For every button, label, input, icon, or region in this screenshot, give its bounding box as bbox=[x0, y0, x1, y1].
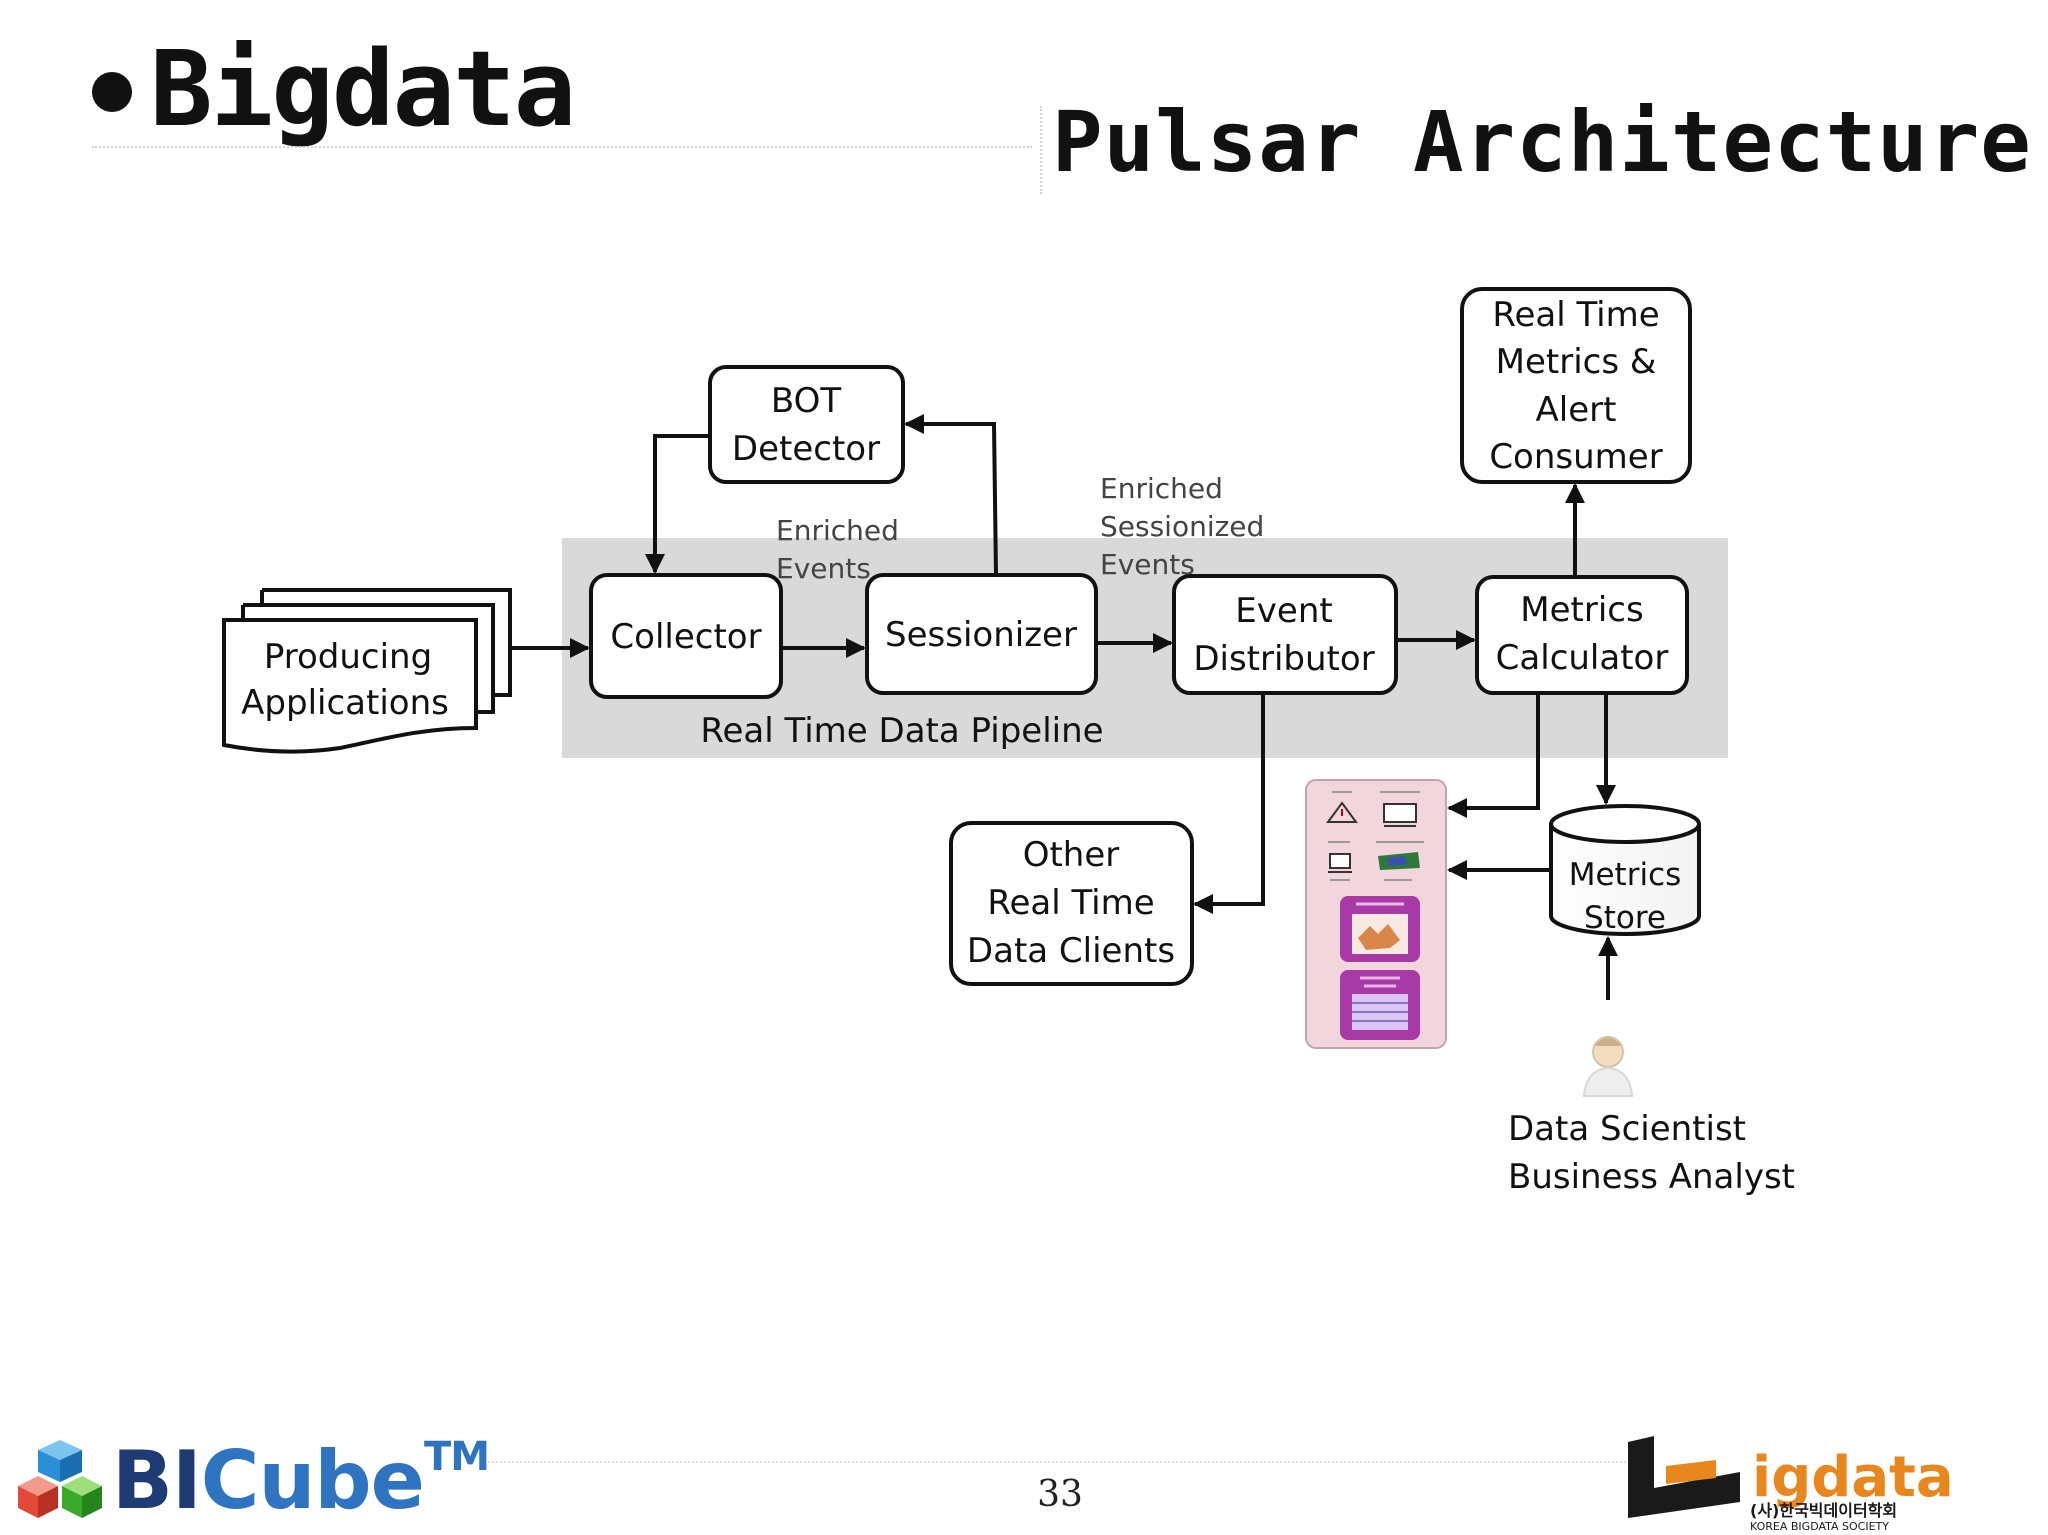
bicube-bi-text: BI bbox=[112, 1434, 202, 1527]
notebook-icon bbox=[1383, 803, 1417, 827]
alert-consumer-label-3: Alert bbox=[1536, 390, 1617, 430]
header-divider bbox=[92, 146, 1032, 148]
slide-title: Bigdata bbox=[150, 28, 576, 150]
alert-consumer-label-4: Consumer bbox=[1489, 437, 1662, 477]
dashboard-panel bbox=[1305, 779, 1447, 1049]
bicube-cubes-icon bbox=[18, 1440, 102, 1518]
warning-icon bbox=[1326, 801, 1358, 823]
bicube-logo: BICubeTM bbox=[112, 1437, 490, 1521]
sessionized-events-label-1: Enriched bbox=[1100, 472, 1223, 505]
page-number: 33 bbox=[1037, 1474, 1083, 1515]
edge-distributor-to-clients bbox=[1193, 693, 1265, 914]
collector-label: Collector bbox=[610, 617, 761, 657]
event-distributor-node: Event Distributor bbox=[1172, 574, 1398, 695]
metrics-store-node: Metrics Store bbox=[1549, 804, 1701, 936]
other-clients-label-1: Other bbox=[1023, 835, 1120, 875]
producing-applications-node: Producing Applications bbox=[222, 588, 512, 754]
edge-sessionizer-to-bot bbox=[904, 414, 998, 576]
monitor-icon bbox=[1328, 853, 1352, 873]
sessionized-events-label-3: Events bbox=[1100, 548, 1195, 581]
producing-label-1: Producing bbox=[264, 637, 432, 677]
data-scientist-label-2: Business Analyst bbox=[1508, 1157, 1795, 1197]
edge-bot-to-collector bbox=[645, 434, 710, 574]
event-distributor-label-1: Event bbox=[1235, 591, 1332, 631]
connectors bbox=[510, 414, 1618, 1000]
other-clients-label-2: Real Time bbox=[987, 883, 1154, 923]
data-scientist-label-1: Data Scientist bbox=[1508, 1109, 1746, 1149]
sessionized-events-label-2: Sessionized bbox=[1100, 510, 1264, 543]
alert-consumer-node: Real Time Metrics & Alert Consumer bbox=[1460, 287, 1692, 484]
bot-label-2: Detector bbox=[732, 429, 880, 469]
bigdata-society-logo: igdata (사)한국빅데이터학회 KOREA BIGDATA SOCIETY bbox=[1628, 1436, 1954, 1532]
metrics-store-label-1: Metrics bbox=[1569, 857, 1682, 893]
event-distributor-label-2: Distributor bbox=[1193, 639, 1374, 679]
table-panel-icon bbox=[1340, 970, 1420, 1040]
bicube-tm-text: TM bbox=[423, 1434, 490, 1480]
bicube-cube-text: Cube bbox=[200, 1434, 425, 1527]
metrics-store-label-2: Store bbox=[1584, 900, 1666, 936]
other-clients-label-3: Data Clients bbox=[967, 931, 1175, 971]
sessionizer-node: Sessionizer bbox=[865, 573, 1098, 695]
bigdata-korean: (사)한국빅데이터학회 bbox=[1750, 1501, 1897, 1520]
producing-label-2: Applications bbox=[241, 683, 449, 723]
metrics-calculator-node: Metrics Calculator bbox=[1475, 575, 1689, 695]
collector-node: Collector bbox=[589, 573, 783, 699]
slide-subtitle: Pulsar Architecture bbox=[1052, 93, 2032, 191]
sessionizer-label: Sessionizer bbox=[885, 615, 1077, 655]
header-vertical-divider bbox=[1040, 106, 1042, 194]
chart-panel-icon bbox=[1340, 896, 1420, 962]
alert-consumer-label-2: Metrics & bbox=[1496, 342, 1657, 382]
bot-detector-node: BOT Detector bbox=[708, 365, 905, 484]
title-bullet bbox=[92, 72, 132, 112]
pipeline-label: Real Time Data Pipeline bbox=[700, 711, 1103, 751]
bot-label-1: BOT bbox=[771, 381, 841, 421]
other-clients-node: Other Real Time Data Clients bbox=[949, 821, 1194, 986]
enriched-events-label-1: Enriched bbox=[776, 514, 899, 547]
edge-calculator-to-dashboard bbox=[1447, 693, 1540, 818]
metrics-calculator-label-1: Metrics bbox=[1520, 590, 1643, 630]
alert-consumer-label-1: Real Time bbox=[1492, 295, 1659, 335]
map-icon bbox=[1378, 852, 1420, 870]
bigdata-word: igdata bbox=[1752, 1445, 1954, 1510]
enriched-events-label-2: Events bbox=[776, 552, 871, 585]
person-icon bbox=[1582, 1036, 1634, 1097]
footer-divider bbox=[480, 1461, 1630, 1463]
bigdata-english: KOREA BIGDATA SOCIETY bbox=[1750, 1520, 1889, 1532]
metrics-calculator-label-2: Calculator bbox=[1496, 638, 1669, 678]
